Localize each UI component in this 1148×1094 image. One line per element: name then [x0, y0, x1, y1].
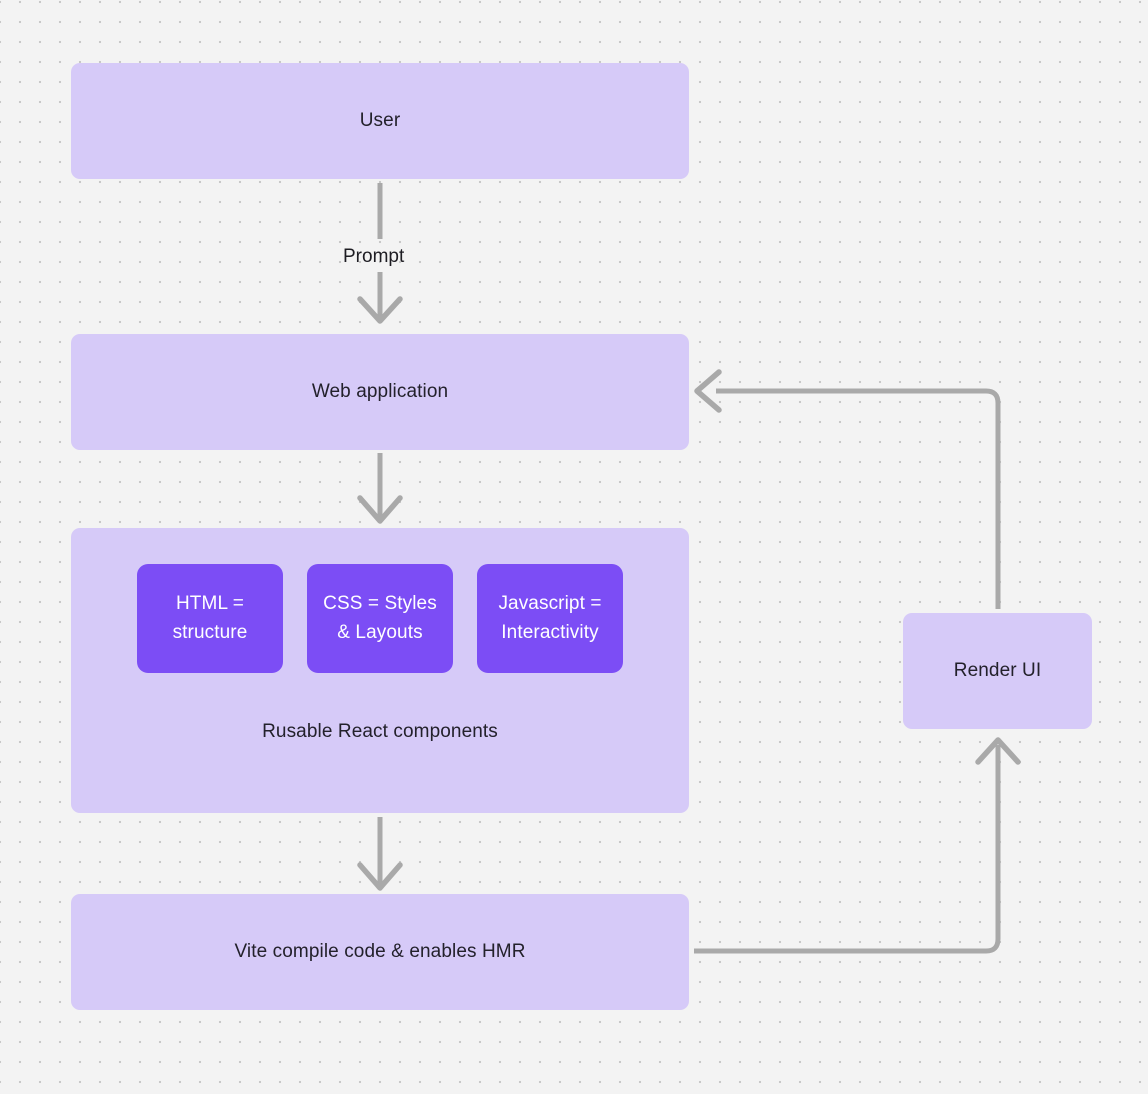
- node-user-label: User: [359, 109, 401, 131]
- chip-css-line2: & Layouts: [337, 621, 423, 643]
- components-container-caption: Rusable React components: [262, 721, 498, 742]
- node-web-application[interactable]: Web application: [71, 334, 689, 450]
- node-vite-label: Vite compile code & enables HMR: [234, 940, 526, 962]
- chip-javascript-line1: Javascript =: [498, 592, 602, 614]
- chip-javascript[interactable]: Javascript = Interactivity: [477, 564, 623, 673]
- node-user[interactable]: User: [71, 63, 689, 179]
- edge-render-ui-to-web-application: [694, 369, 1001, 609]
- chip-css-line1: CSS = Styles: [323, 592, 437, 614]
- chip-html[interactable]: HTML = structure: [137, 564, 283, 673]
- chip-html-line2: structure: [172, 621, 248, 643]
- edge-components-to-vite: [357, 817, 403, 891]
- chip-html-line1: HTML =: [175, 592, 244, 614]
- node-web-application-label: Web application: [311, 380, 449, 402]
- edge-label-prompt: Prompt: [343, 246, 405, 267]
- node-render-ui[interactable]: Render UI: [903, 613, 1092, 729]
- node-components-container[interactable]: HTML = structure CSS = Styles & Layouts …: [71, 528, 689, 813]
- node-vite[interactable]: Vite compile code & enables HMR: [71, 894, 689, 1010]
- edge-vite-to-render-ui: [694, 737, 1021, 954]
- node-render-ui-label: Render UI: [953, 659, 1042, 681]
- chip-css[interactable]: CSS = Styles & Layouts: [307, 564, 453, 673]
- edge-web-application-to-components: [357, 453, 403, 524]
- chip-javascript-line2: Interactivity: [501, 621, 599, 643]
